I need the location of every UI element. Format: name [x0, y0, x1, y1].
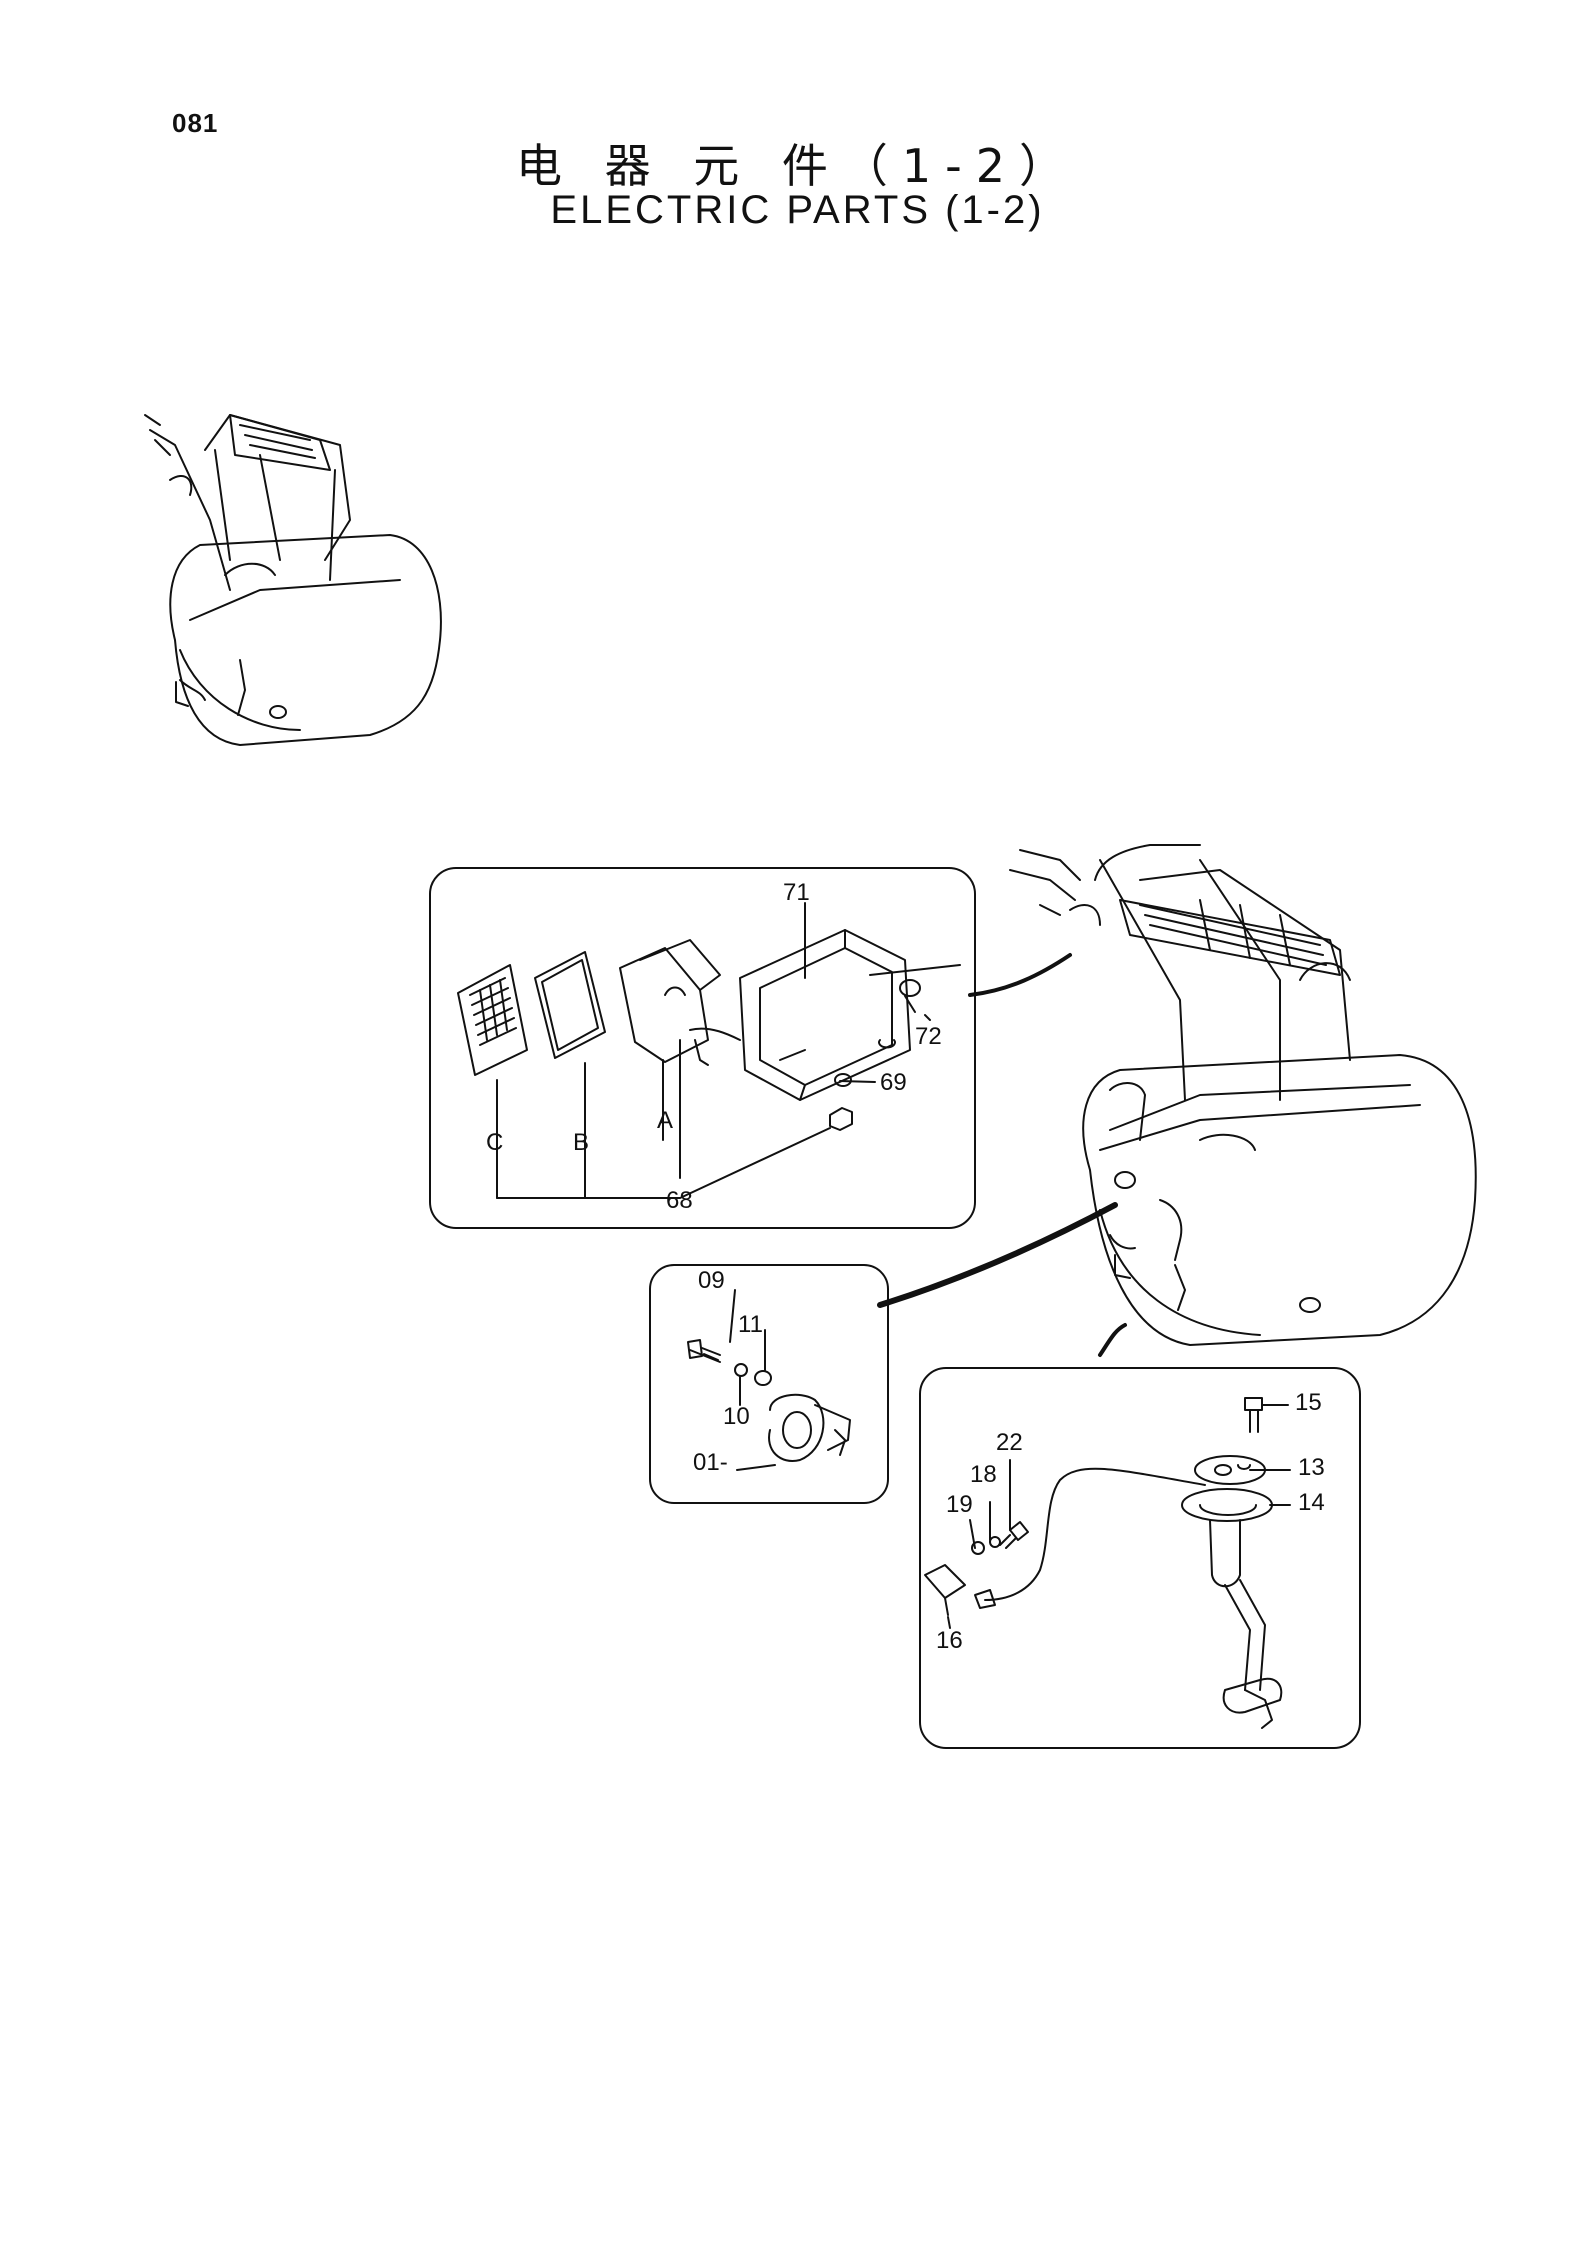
callout-19: 19 — [946, 1491, 973, 1518]
work-light-bolt — [878, 979, 921, 1049]
callout-69: 69 — [880, 1069, 907, 1096]
callout-C: C — [486, 1129, 503, 1156]
fuel-sender-bolt — [1244, 1397, 1263, 1433]
callout-11: 11 — [738, 1311, 763, 1338]
horn-lock-washer — [734, 1363, 748, 1377]
horn-bolt — [687, 1339, 721, 1363]
fuel-sender-float-arm — [1209, 1519, 1283, 1729]
fuel-sender-wire — [984, 1467, 1206, 1601]
callout-09: 09 — [698, 1267, 725, 1294]
detail-box-fuel-sender — [919, 1367, 1361, 1749]
callout-14: 14 — [1298, 1489, 1325, 1516]
callout-10: 10 — [723, 1403, 750, 1430]
work-light-housing — [619, 939, 741, 1066]
work-light-guard — [739, 929, 911, 1101]
callout-18: 18 — [970, 1461, 997, 1488]
horn-body — [768, 1393, 851, 1462]
callout-72: 72 — [915, 1023, 942, 1050]
callout-B: B — [573, 1129, 589, 1156]
detail-box-horn — [649, 1264, 889, 1504]
callout-A: A — [657, 1107, 673, 1134]
detail-box-work-light — [429, 867, 976, 1229]
callout-01: 01- — [693, 1449, 728, 1476]
title-chinese: 电 器 元 件（1-2） — [516, 139, 1079, 193]
fuel-sender-gasket — [1181, 1488, 1273, 1522]
horn-flat-washer — [754, 1370, 772, 1386]
fuel-sender-screw — [999, 1521, 1029, 1549]
title-english: ELECTRIC PARTS (1-2) — [550, 188, 1045, 232]
work-light-gasket — [534, 951, 606, 1059]
callout-68: 68 — [666, 1187, 693, 1214]
overview-machine-illustration — [144, 414, 442, 746]
callout-15: 15 — [1295, 1389, 1322, 1416]
work-light-nut — [829, 1073, 853, 1131]
work-light-lens — [457, 964, 528, 1076]
callout-71: 71 — [783, 879, 810, 906]
callout-16: 16 — [936, 1627, 963, 1654]
callout-13: 13 — [1298, 1454, 1325, 1481]
callout-22: 22 — [996, 1429, 1023, 1456]
fuel-sender-lock-washer — [989, 1536, 1001, 1548]
main-machine-illustration — [1009, 844, 1477, 1346]
fuel-sender-bracket — [924, 1564, 966, 1616]
page-number: 081 — [172, 108, 219, 138]
